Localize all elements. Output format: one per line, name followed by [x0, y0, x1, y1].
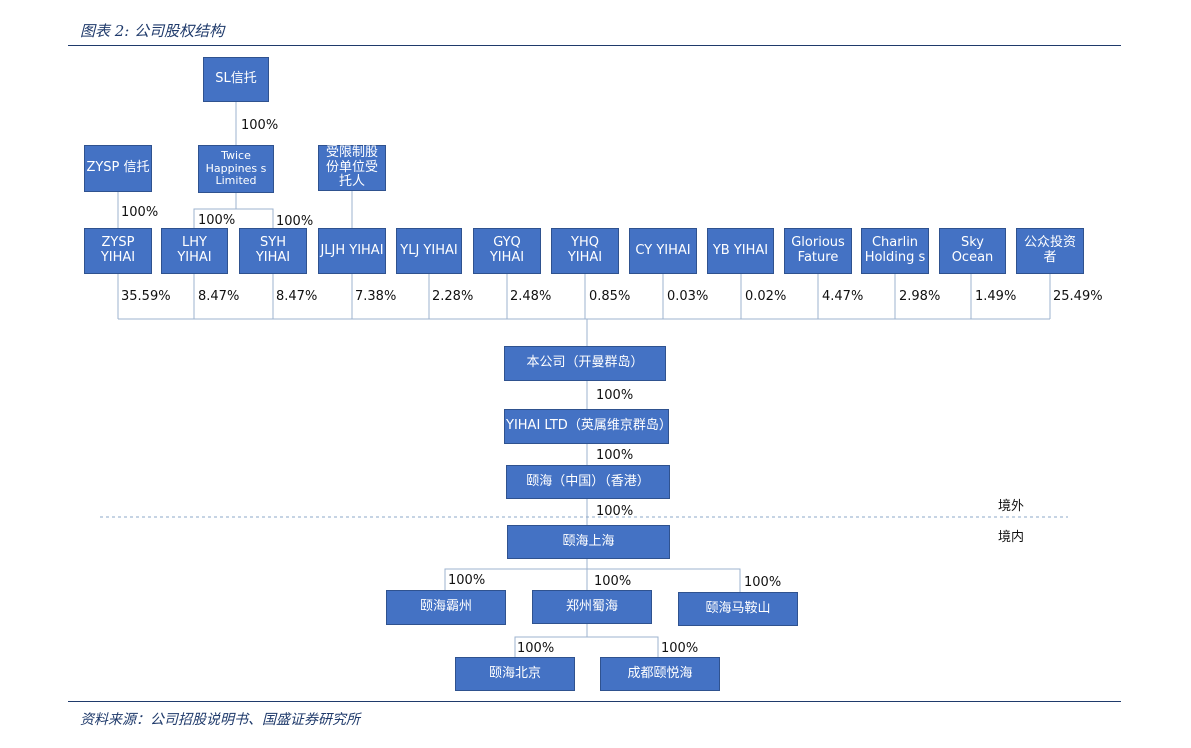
node-company-cayman: 本公司（开曼群岛） [504, 346, 666, 381]
pct-lhy-yihai: 8.47% [198, 289, 240, 304]
figure-caption: 图表 2: 公司股权结构 [80, 22, 225, 40]
node-sl-trust: SL信托 [203, 57, 269, 102]
pct-ltd-hk: 100% [596, 448, 634, 463]
node-chengdu-yiyuehai: 成都颐悦海 [600, 657, 720, 691]
pct-sky-ocean: 1.49% [975, 289, 1017, 304]
pct-company-ltd: 100% [596, 388, 634, 403]
region-onshore: 境内 [998, 530, 1025, 545]
pct-jljh-yihai: 7.38% [355, 289, 397, 304]
pct-hk-shanghai: 100% [596, 504, 634, 519]
pct-public-investors: 25.49% [1053, 289, 1103, 304]
region-offshore: 境外 [998, 499, 1025, 514]
node-twice-happiness: Twice Happines s Limited [198, 145, 274, 193]
source-note: 资料来源：公司招股说明书、国盛证券研究所 [80, 712, 360, 728]
node-ylj-yihai: YLJ YIHAI [396, 228, 462, 274]
node-lhy-yihai: LHY YIHAI [161, 228, 228, 274]
pct-charlin-holdings: 2.98% [899, 289, 941, 304]
pct-zysp-trust-yihai: 100% [121, 205, 159, 220]
pct-syh-yihai: 8.47% [276, 289, 318, 304]
pct-sl-twice: 100% [241, 118, 279, 133]
pct-yhq-yihai: 0.85% [589, 289, 631, 304]
node-sky-ocean: Sky Ocean [939, 228, 1006, 274]
node-cy-yihai: CY YIHAI [629, 228, 697, 274]
node-yihai-beijing: 颐海北京 [455, 657, 575, 691]
node-gyq-yihai: GYQ YIHAI [473, 228, 541, 274]
pct-shanghai-zhengzhou: 100% [594, 574, 632, 589]
node-zysp-yihai: ZYSP YIHAI [84, 228, 152, 274]
pct-ylj-yihai: 2.28% [432, 289, 474, 304]
node-glorious-fature: Glorious Fature [784, 228, 852, 274]
node-yihai-shanghai: 颐海上海 [507, 525, 670, 559]
pct-zhengzhou-chengdu: 100% [661, 641, 699, 656]
top-rule [68, 45, 1121, 46]
node-public-investors: 公众投资者 [1016, 228, 1084, 274]
pct-shanghai-bazhou: 100% [448, 573, 486, 588]
node-jljh-yihai: JLJH YIHAI [318, 228, 386, 274]
pct-zysp-yihai: 35.59% [121, 289, 171, 304]
node-yhq-yihai: YHQ YIHAI [551, 228, 619, 274]
pct-twice-syh: 100% [276, 214, 314, 229]
node-syh-yihai: SYH YIHAI [239, 228, 307, 274]
node-restricted-share-trustee: 受限制股份单位受托人 [318, 145, 386, 191]
node-yihai-bazhou: 颐海霸州 [386, 590, 506, 625]
node-charlin-holdings: Charlin Holding s [861, 228, 929, 274]
pct-zhengzhou-beijing: 100% [517, 641, 555, 656]
node-yihai-ltd-bvi: YIHAI LTD（英属维京群岛） [504, 409, 672, 444]
pct-gyq-yihai: 2.48% [510, 289, 552, 304]
pct-twice-lhy: 100% [198, 213, 236, 228]
bottom-rule [68, 701, 1121, 702]
node-yihai-china-hk: 颐海（中国）（香港） [506, 465, 670, 499]
pct-shanghai-maanshan: 100% [744, 575, 782, 590]
pct-yb-yihai: 0.02% [745, 289, 787, 304]
node-yihai-maanshan: 颐海马鞍山 [678, 592, 798, 626]
node-yb-yihai: YB YIHAI [707, 228, 774, 274]
pct-glorious-fature: 4.47% [822, 289, 864, 304]
node-zhengzhou-shuhai: 郑州蜀海 [532, 590, 652, 624]
pct-cy-yihai: 0.03% [667, 289, 709, 304]
node-zysp-trust: ZYSP 信托 [84, 145, 152, 192]
